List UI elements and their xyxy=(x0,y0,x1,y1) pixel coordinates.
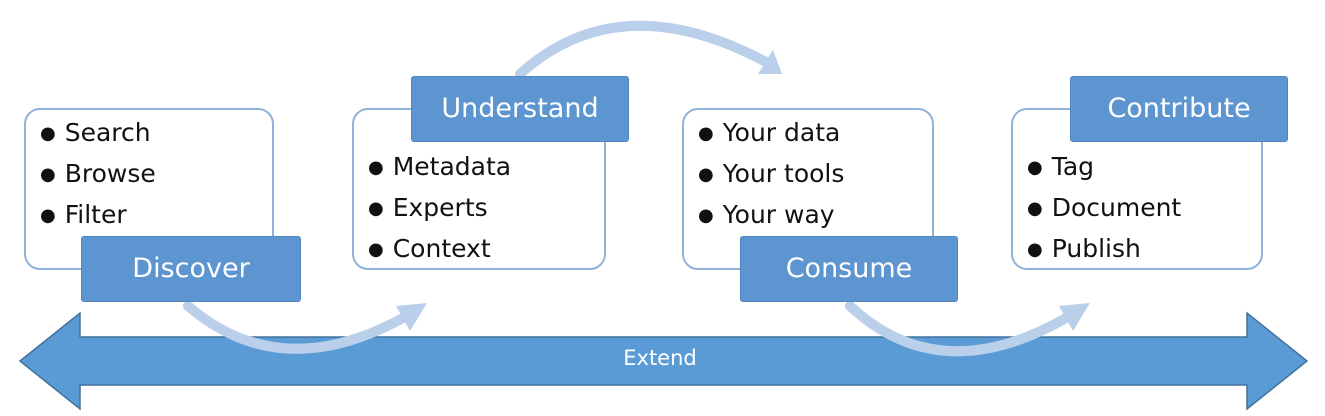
flow-arrowhead xyxy=(1059,303,1090,331)
extend-label: Extend xyxy=(623,346,697,370)
consume-label: Consume xyxy=(740,236,958,302)
list-item: ●Your data xyxy=(698,118,841,147)
contribute-list: ●Tag ●Document ●Publish xyxy=(1027,148,1181,271)
list-item: ●Filter xyxy=(40,200,127,229)
list-item: ●Search xyxy=(40,118,151,147)
discover-label: Discover xyxy=(81,236,301,302)
flow-arrowhead xyxy=(396,303,427,331)
discover-list: ●Search ●Browse ●Filter xyxy=(40,114,156,237)
list-item: ●Publish xyxy=(1027,234,1141,263)
list-item: ●Browse xyxy=(40,159,156,188)
flow-arrowhead xyxy=(758,50,782,74)
understand-label: Understand xyxy=(411,76,629,142)
flow-arrow-consume-to-contribute xyxy=(845,301,1071,357)
list-item: ●Document xyxy=(1027,193,1182,222)
list-item: ●Metadata xyxy=(368,152,512,181)
list-item: ●Your tools xyxy=(698,159,845,188)
list-item: ●Experts xyxy=(368,193,488,222)
flow-arrow-discover-to-understand xyxy=(183,301,408,354)
flow-arrow-understand-to-consume xyxy=(515,20,771,79)
list-item: ●Context xyxy=(368,234,491,263)
list-item: ●Tag xyxy=(1027,152,1095,181)
list-item: ●Your way xyxy=(698,200,835,229)
contribute-label: Contribute xyxy=(1070,76,1288,142)
understand-list: ●Metadata ●Experts ●Context xyxy=(368,148,511,271)
consume-list: ●Your data ●Your tools ●Your way xyxy=(698,114,844,237)
